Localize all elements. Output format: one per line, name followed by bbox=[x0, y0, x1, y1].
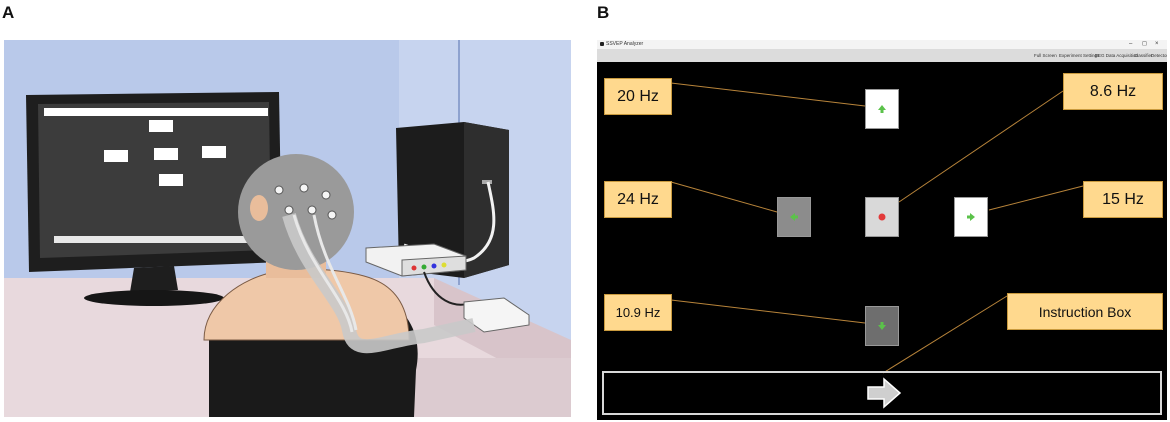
electrode-cable-bundle bbox=[282, 213, 476, 354]
up-arrow-icon bbox=[878, 105, 886, 113]
menu-bar: Full Screen Experiment Settings EEG Data… bbox=[597, 49, 1167, 62]
label-instruction-box: Instruction Box bbox=[1007, 293, 1163, 330]
leader-line-10-9hz bbox=[670, 299, 866, 324]
panel-letter-a: A bbox=[2, 3, 15, 22]
person-ear bbox=[250, 195, 268, 221]
close-button[interactable]: × bbox=[1155, 41, 1159, 47]
leader-line-20hz bbox=[670, 82, 866, 107]
stimulus-center[interactable] bbox=[865, 197, 899, 237]
label-24hz: 24 Hz bbox=[604, 181, 672, 218]
screen-stimulus bbox=[159, 174, 183, 186]
eeg-setup-drawing bbox=[4, 40, 571, 417]
monitor-screen bbox=[38, 102, 271, 258]
label-10-9hz: 10.9 Hz bbox=[604, 294, 672, 331]
monitor-base bbox=[84, 290, 224, 306]
maximize-button[interactable]: ◻ bbox=[1142, 41, 1147, 47]
stop-dot-icon bbox=[878, 213, 886, 221]
left-arrow-icon bbox=[790, 213, 798, 221]
stimulus-right[interactable] bbox=[954, 197, 988, 237]
screen-stimulus bbox=[149, 120, 173, 132]
eeg-cap bbox=[238, 154, 354, 270]
menu-experiment-settings[interactable]: Experiment Settings bbox=[1059, 53, 1100, 58]
stimulus-down[interactable] bbox=[865, 306, 899, 346]
stimulus-up[interactable] bbox=[865, 89, 899, 129]
window-titlebar: SSVEP Analyzer – ◻ × bbox=[597, 40, 1167, 49]
label-15hz: 15 Hz bbox=[1083, 181, 1163, 218]
label-8-6hz: 8.6 Hz bbox=[1063, 73, 1163, 110]
leader-line-24hz bbox=[670, 181, 778, 213]
stimulus-left[interactable] bbox=[777, 197, 811, 237]
app-icon bbox=[600, 42, 604, 46]
instruction-box bbox=[602, 371, 1162, 415]
panel-letter-b: B bbox=[597, 3, 610, 22]
menu-eeg-data-acquisition[interactable]: EEG Data Acquisition bbox=[1095, 53, 1139, 58]
leader-line-8-6hz bbox=[898, 90, 1064, 203]
window-title: SSVEP Analyzer bbox=[606, 41, 644, 47]
screen-stimulus bbox=[202, 146, 226, 158]
leader-line-instruction bbox=[882, 295, 1008, 374]
right-arrow-icon bbox=[967, 213, 975, 221]
menu-full-screen[interactable]: Full Screen bbox=[1034, 53, 1057, 58]
adapter-box bbox=[463, 297, 530, 333]
menu-classifier[interactable]: Classifier bbox=[1134, 53, 1153, 58]
menu-detector[interactable]: Detector bbox=[1151, 53, 1167, 58]
leader-line-15hz bbox=[988, 185, 1084, 211]
screen-stimulus bbox=[104, 150, 128, 162]
down-arrow-icon bbox=[878, 322, 886, 330]
label-20hz: 20 Hz bbox=[604, 78, 672, 115]
right-arrow-icon bbox=[867, 377, 902, 409]
ssvep-app-window: SSVEP Analyzer – ◻ × Full Screen Experim… bbox=[597, 40, 1167, 420]
illustration-eeg-setup bbox=[4, 40, 571, 417]
leader-lines bbox=[670, 82, 1084, 374]
minimize-button[interactable]: – bbox=[1129, 41, 1133, 47]
screen-stimulus bbox=[154, 148, 178, 160]
